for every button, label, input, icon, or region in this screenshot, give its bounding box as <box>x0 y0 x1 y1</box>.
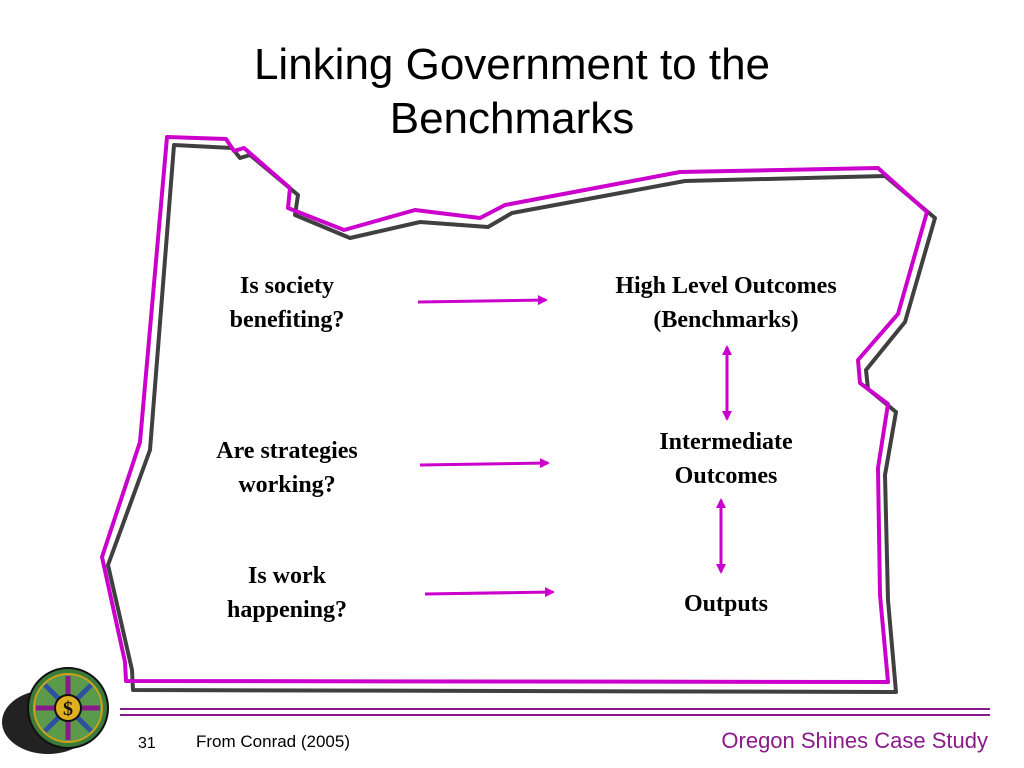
outcome-intermediate: Intermediate Outcomes <box>566 425 886 493</box>
oregon-shines-logo-icon: $ <box>2 667 109 754</box>
map-outline-dark <box>106 143 937 694</box>
question-strategies-line2: working? <box>238 472 336 498</box>
outcome-outputs-line1: Outputs <box>683 591 769 617</box>
question-strategies-line1: Are strategies <box>216 438 358 464</box>
arrow-strategies-to-intermediate <box>419 458 550 469</box>
outcome-intermediate-line1: Intermediate <box>659 429 793 455</box>
arrow-society-to-high-level <box>417 295 548 306</box>
outcome-outputs: Outputs <box>566 587 886 621</box>
question-society-line2: benefiting? <box>229 307 345 333</box>
question-work-line2: happening? <box>226 597 348 623</box>
outcome-high-level-line2: (Benchmarks) <box>653 307 799 333</box>
question-work: Is work happening? <box>187 559 387 627</box>
source-citation: From Conrad (2005) <box>196 732 351 751</box>
question-work-line1: Is work <box>247 563 326 589</box>
slide-number: 31 <box>138 735 156 752</box>
case-study-label: Oregon Shines Case Study <box>721 728 988 753</box>
question-society: Is society benefiting? <box>187 269 387 337</box>
title-line-2: Benchmarks <box>389 94 635 143</box>
question-society-line1: Is society <box>240 273 334 299</box>
outcome-intermediate-line2: Outcomes <box>674 463 778 489</box>
footer-rule-top <box>120 708 990 710</box>
svg-text:$: $ <box>63 698 73 720</box>
map-outline-magenta <box>100 135 929 684</box>
outcome-high-level: High Level Outcomes (Benchmarks) <box>566 269 886 337</box>
footer-rule-bottom <box>120 714 990 716</box>
arrow-work-to-outputs <box>424 587 555 598</box>
slide-title: Linking Government to the Benchmarks <box>0 38 1024 146</box>
title-line-1: Linking Government to the <box>253 40 771 89</box>
outcome-high-level-line1: High Level Outcomes <box>615 273 837 299</box>
question-strategies: Are strategies working? <box>187 434 387 502</box>
